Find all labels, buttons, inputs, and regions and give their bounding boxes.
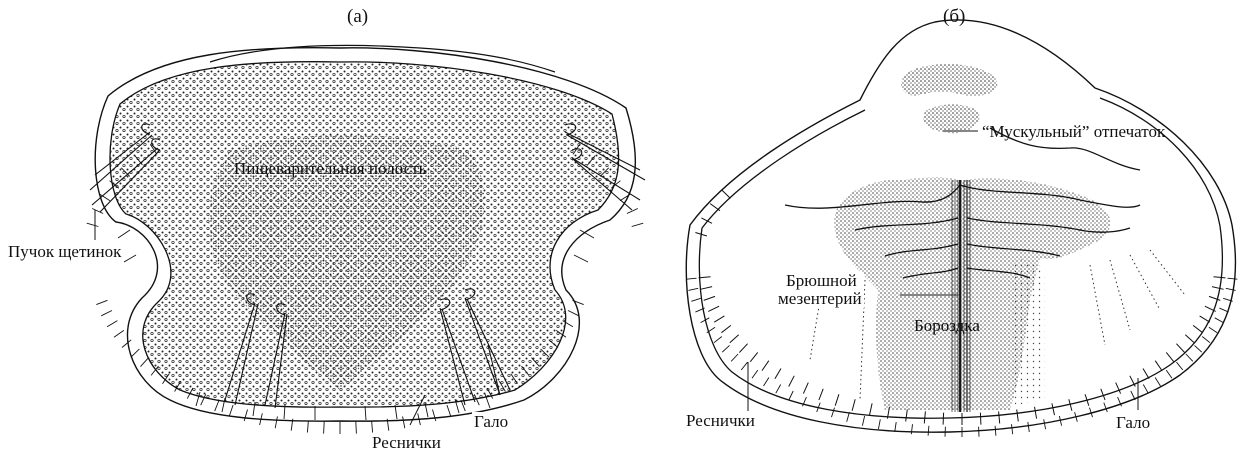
label-ventral-mesentery-line2: мезентерий xyxy=(778,290,862,308)
label-halo-b: Гало xyxy=(1114,413,1152,433)
panel-a-body xyxy=(87,45,645,434)
label-muscle-imprint: “Мускульный” отпечаток xyxy=(980,122,1167,142)
label-groove: Бороздка xyxy=(912,316,982,336)
panel-a-letter: (а) xyxy=(347,6,368,28)
label-digestive-cavity: Пищеварительная полость xyxy=(232,159,428,179)
label-ventral-mesentery: Брюшной мезентерий xyxy=(784,272,864,308)
label-bristle-bundle: Пучок щетинок xyxy=(6,242,123,262)
panel-b-muscle-imprint-upper xyxy=(901,64,997,96)
panel-b: (б) “Мускульный” отпечаток Брюшной мезен… xyxy=(660,0,1246,457)
label-cilia-b: Реснички xyxy=(684,411,757,431)
panel-b-right-pale-stipple xyxy=(1015,260,1045,405)
panel-b-body xyxy=(686,20,1237,437)
label-cilia-a: Реснички xyxy=(370,433,443,453)
panel-b-central-stipple xyxy=(834,177,1110,410)
panel-b-groove-shading xyxy=(950,180,972,412)
label-ventral-mesentery-line1: Брюшной xyxy=(786,272,862,290)
panel-b-letter: (б) xyxy=(943,6,965,28)
panel-a-drawing xyxy=(0,0,660,457)
panel-b-muscle-imprint-lower xyxy=(923,105,979,134)
label-halo-a: Гало xyxy=(472,412,510,432)
panel-a: (а) Пищеварительная полость Пучок щетино… xyxy=(0,0,660,457)
panel-b-drawing xyxy=(660,0,1246,457)
